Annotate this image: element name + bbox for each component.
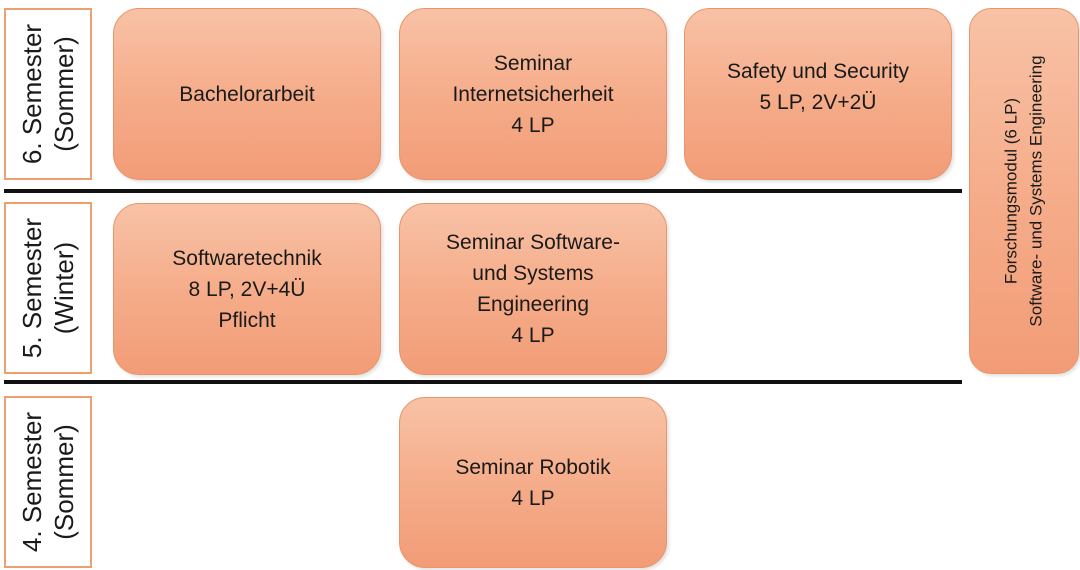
semester-label-4-line2: (Sommer) — [49, 424, 80, 540]
module-seminar-internetsicherheit-line1: Seminar — [493, 51, 573, 75]
semester-label-5-line2: (Winter) — [49, 241, 80, 335]
module-seminar-robotik: Seminar Robotik 4 LP — [399, 397, 667, 568]
module-softwaretechnik: Softwaretechnik 8 LP, 2V+4Ü Pflicht — [113, 203, 381, 375]
module-seminar-sse-line3: Engineering — [476, 293, 590, 316]
module-bachelorarbeit: Bachelorarbeit — [113, 8, 381, 180]
module-forschungsmodul: Forschungsmodul (6 LP) Software- und Sys… — [969, 8, 1079, 374]
module-forschungsmodul-line1: Forschungsmodul (6 LP) — [1002, 97, 1022, 285]
semester-label-5-line1: 5. Semester — [17, 217, 48, 359]
module-safety-security: Safety und Security 5 LP, 2V+2Ü — [684, 8, 952, 180]
semester-label-6-line2: (Sommer) — [49, 36, 80, 152]
semester-label-4-line1: 4. Semester — [17, 411, 48, 553]
row-divider-6-5 — [4, 189, 962, 193]
semester-label-6-line1: 6. Semester — [17, 23, 48, 165]
semester-label-4: 4. Semester (Sommer) — [4, 396, 92, 568]
module-seminar-sse-line2: und Systems — [472, 262, 594, 285]
module-forschungsmodul-line2: Software- und Systems Engineering — [1027, 55, 1047, 327]
module-seminar-sse: Seminar Software- und Systems Engineerin… — [399, 203, 667, 375]
module-seminar-internetsicherheit: Seminar Internetsicherheit 4 LP — [399, 8, 667, 180]
row-divider-5-4 — [4, 380, 962, 384]
module-safety-security-line2: 5 LP, 2V+2Ü — [759, 91, 877, 114]
module-softwaretechnik-line2: 8 LP, 2V+4Ü — [188, 277, 306, 301]
module-seminar-internetsicherheit-line2: Internetsicherheit — [452, 82, 614, 106]
module-seminar-internetsicherheit-line3: 4 LP — [511, 113, 555, 137]
module-seminar-sse-line1: Seminar Software- — [446, 231, 620, 254]
module-softwaretechnik-line1: Softwaretechnik — [172, 246, 322, 270]
module-bachelorarbeit-line1: Bachelorarbeit — [179, 82, 315, 106]
module-softwaretechnik-line3: Pflicht — [218, 308, 276, 332]
module-safety-security-line1: Safety und Security — [726, 60, 910, 83]
module-seminar-robotik-line1: Seminar Robotik — [455, 455, 611, 479]
semester-label-5: 5. Semester (Winter) — [4, 202, 92, 374]
semester-label-6: 6. Semester (Sommer) — [4, 8, 92, 180]
module-seminar-robotik-line2: 4 LP — [511, 486, 555, 510]
module-seminar-sse-line4: 4 LP — [511, 324, 555, 347]
